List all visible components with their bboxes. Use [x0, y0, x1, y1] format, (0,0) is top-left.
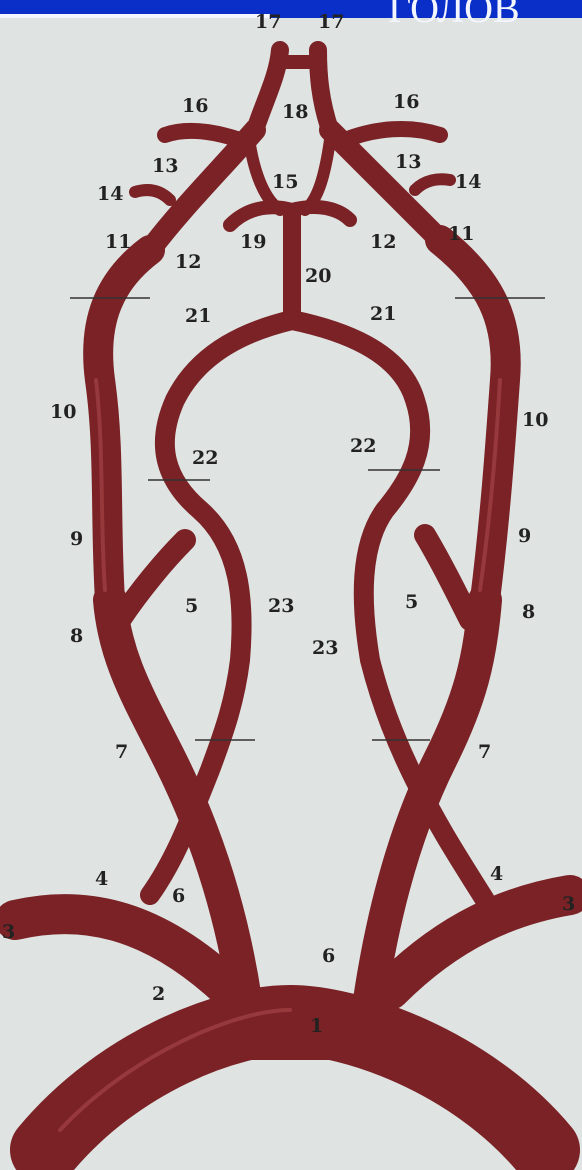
- label-21-right: 21: [370, 303, 396, 325]
- banner-stripe: [0, 14, 270, 18]
- label-3-left: 3: [2, 921, 15, 943]
- label-11-right: 11: [448, 223, 474, 245]
- label-8-left: 8: [70, 625, 83, 647]
- label-10-left: 10: [50, 401, 76, 423]
- label-13-right: 13: [395, 151, 421, 173]
- label-12-right: 12: [370, 231, 396, 253]
- label-23-left: 23: [268, 595, 294, 617]
- label-14-left: 14: [97, 183, 123, 205]
- label-11-left: 11: [105, 231, 131, 253]
- right-posterior-communicating: [305, 140, 330, 210]
- label-17-left: 17: [255, 11, 281, 33]
- label-4-left: 4: [95, 868, 108, 890]
- label-10-right: 10: [522, 409, 548, 431]
- label-8-right: 8: [522, 601, 535, 623]
- left-internal-carotid: [98, 250, 150, 600]
- left-subclavian-artery: [15, 914, 230, 990]
- label-18: 18: [282, 101, 308, 123]
- banner-title: ГОЛОВ: [388, 0, 520, 31]
- label-9-right: 9: [518, 525, 531, 547]
- right-ophthalmic: [415, 179, 450, 190]
- label-17-right: 17: [318, 11, 344, 33]
- label-20: 20: [305, 265, 331, 287]
- left-ophthalmic: [135, 190, 170, 200]
- label-5-right: 5: [405, 591, 418, 613]
- label-14-right: 14: [455, 171, 481, 193]
- right-subclavian-artery: [390, 895, 570, 990]
- label-7-left: 7: [115, 741, 128, 763]
- label-22-left: 22: [192, 447, 218, 469]
- label-9-left: 9: [70, 528, 83, 550]
- label-13-left: 13: [152, 155, 178, 177]
- label-6-center: 6: [322, 945, 335, 967]
- label-6-left: 6: [172, 885, 185, 907]
- label-1: 1: [310, 1015, 323, 1037]
- label-16-left: 16: [182, 95, 208, 117]
- label-3-right: 3: [562, 893, 575, 915]
- label-22-right: 22: [350, 435, 376, 457]
- label-2: 2: [152, 983, 165, 1005]
- right-external-carotid: [425, 535, 470, 620]
- label-5-left: 5: [185, 595, 198, 617]
- label-21-left: 21: [185, 305, 211, 327]
- left-middle-cerebral: [165, 131, 240, 140]
- label-12-left: 12: [175, 251, 201, 273]
- label-15: 15: [272, 171, 298, 193]
- label-19: 19: [240, 231, 266, 253]
- label-4-right: 4: [490, 863, 503, 885]
- label-7-right: 7: [478, 741, 491, 763]
- left-external-carotid: [120, 540, 185, 620]
- right-middle-cerebral: [345, 129, 440, 140]
- label-16-right: 16: [393, 91, 419, 113]
- label-23-right: 23: [312, 637, 338, 659]
